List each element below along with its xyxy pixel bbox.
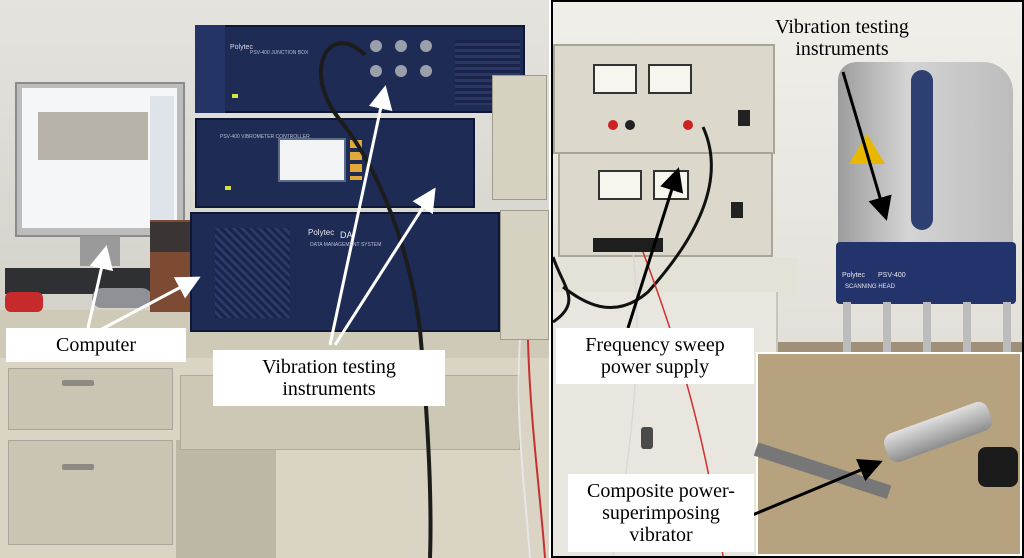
status-led [232,94,238,98]
device-model-bottom: DA [340,230,353,240]
connector [420,65,432,77]
vibrator-motor [978,447,1018,487]
device-desc-bottom: DATA MANAGEMENT SYSTEM [310,242,382,248]
connector [395,40,407,52]
label-line: vibrator [629,524,693,546]
label-computer-text: Computer [56,334,136,356]
tripod [843,302,1013,357]
power-switch [738,110,750,126]
binding-post [608,120,618,130]
side-unit-upper [492,75,547,200]
drawer-handle [62,380,94,386]
label-line: power supply [600,356,710,378]
binding-post [683,120,693,130]
device-label-top: PSV-400 JUNCTION BOX [250,50,309,56]
scan-head-model: PSV-400 [878,272,906,279]
cable [318,41,546,558]
device-brand-bottom: Polytec [308,228,335,237]
label-line: superimposing [602,502,720,524]
device-brand-top: Polytec [230,44,253,51]
power-switch [731,202,743,218]
scan-head-brand: Polytec [842,272,865,279]
label-line: instruments [795,38,889,60]
scan-head-handle [911,70,933,230]
label-sweep-power-supply: Frequency sweep power supply [556,328,754,384]
wires [553,126,724,556]
red-tool [5,292,43,312]
device-label-mid: PSV-400 VIBROMETER CONTROLLER [220,134,310,140]
connector [370,40,382,52]
label-vibrator: Composite power- superimposing vibrator [568,474,754,552]
label-line: Composite power- [587,480,735,502]
label-computer: Computer [6,328,186,362]
drawer-top [8,368,173,430]
label-line: instruments [282,378,376,400]
desk-leg-shadow [176,440,276,558]
power-supply-upper [553,44,775,154]
label-line: Frequency sweep [585,334,725,356]
monitor-screen-image [38,112,148,160]
drawer-bottom [8,440,173,545]
dms-grille [215,228,290,318]
scan-head-desc: SCANNING HEAD [845,284,896,290]
binding-post [625,120,635,130]
side-unit-lower [500,210,549,340]
label-line: Vibration testing [262,356,396,378]
drawer-handle [62,464,94,470]
meter-dial [648,64,692,94]
status-led [225,186,231,190]
monitor-screen-sidebar [150,96,174,224]
cabinet-lock [641,427,653,449]
meter-dial [593,64,637,94]
scan-head-base [836,242,1016,304]
label-line: Vibration testing [775,16,909,38]
connector [395,65,407,77]
left-photo-panel [0,0,549,558]
connector [370,65,382,77]
label-vibration-instruments-right: Vibration testing instruments [757,12,927,64]
junction-box-rackear [195,25,225,113]
connector [420,40,432,52]
label-vibration-instruments-left: Vibration testing instruments [213,350,445,406]
right-photo-panel [551,0,1024,558]
